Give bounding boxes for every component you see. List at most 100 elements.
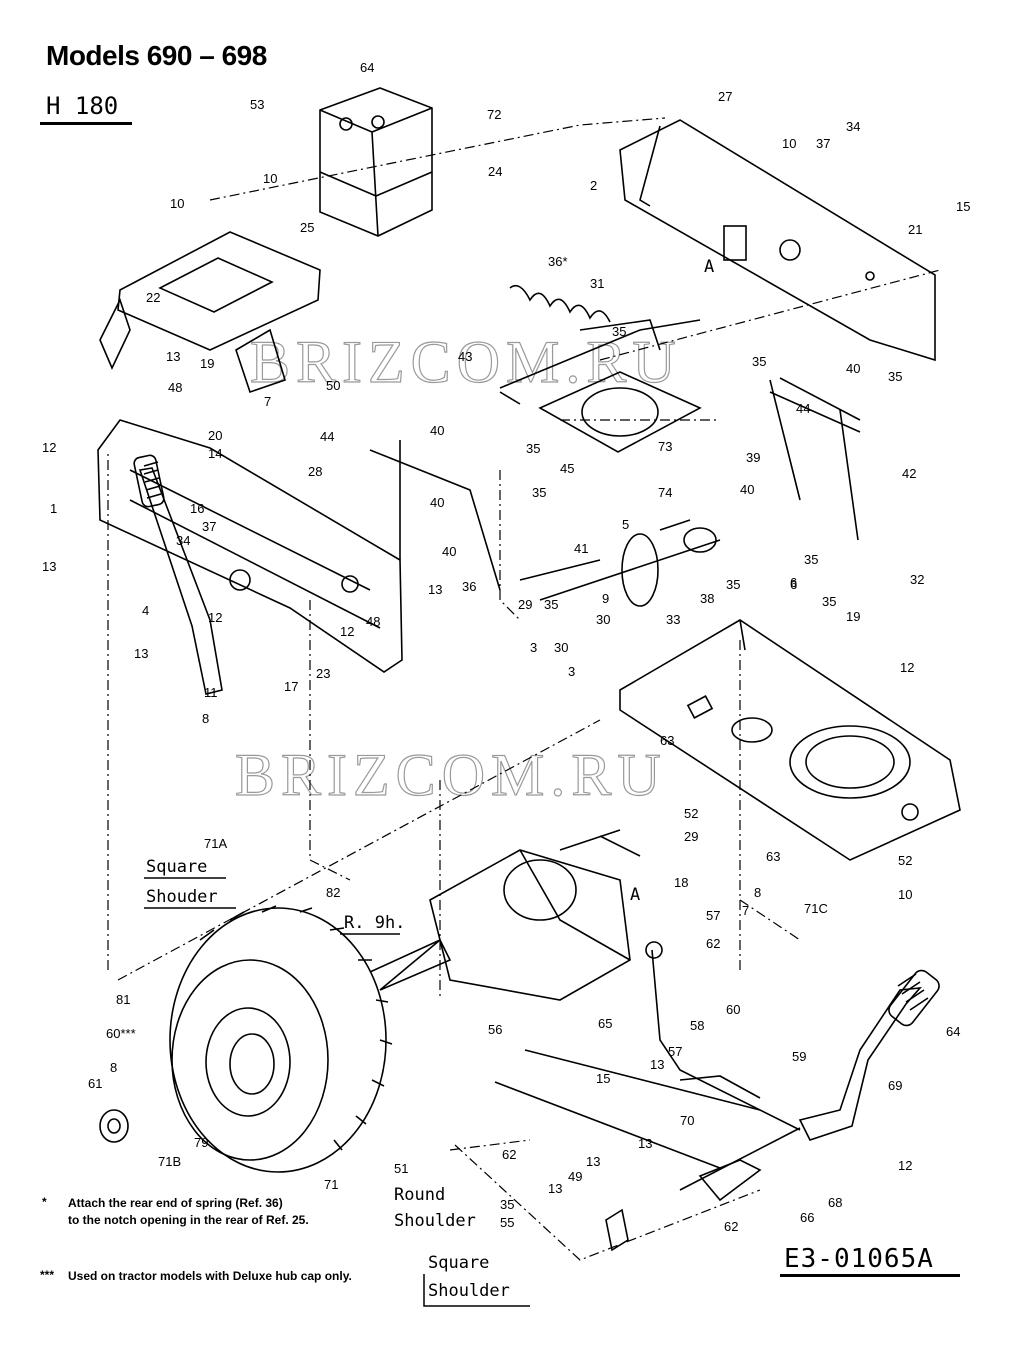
callout: 21 [908,222,922,237]
callout: 1 [50,501,57,516]
callout: 35 [532,485,546,500]
callout: 60 [726,1002,740,1017]
round-shoulder-label-line1: Round [394,1185,445,1205]
callout: 2 [590,178,597,193]
callout: 63 [766,849,780,864]
callout: 10 [263,171,277,186]
callout: 5 [622,517,629,532]
callout: 59 [792,1049,806,1064]
callout: 19 [846,609,860,624]
callout: 52 [684,806,698,821]
callout: 44 [320,429,334,444]
callout: 49 [568,1169,582,1184]
callout: 34 [846,119,860,134]
callout: 48 [366,614,380,629]
callout: 73 [658,439,672,454]
callout: 8 [754,885,761,900]
note-spring-line2: to the notch opening in the rear of Ref.… [68,1213,309,1227]
callout: 52 [898,853,912,868]
callout: 12 [900,660,914,675]
callout: 32 [910,572,924,587]
callout: 63 [660,733,674,748]
callout: 22 [146,290,160,305]
callout: 24 [488,164,502,179]
callout: 57 [668,1044,682,1059]
drawing-number-underline [780,1274,960,1277]
speed-pedal [798,969,940,1141]
callout: 15 [956,199,970,214]
callout: 29 [684,829,698,844]
lift-cam-shaft [519,519,721,607]
callout: 51 [394,1161,408,1176]
lift-spring [509,284,611,323]
watermark-top: BRIZCOM.RU [250,329,682,395]
callout: 6 [790,575,797,590]
callout: 36 [462,579,476,594]
callout: 36* [548,254,568,269]
round-shoulder-label-line2: Shoulder [394,1211,476,1231]
callout: 10 [170,196,184,211]
callout: 30 [554,640,568,655]
callout: 34 [176,533,190,548]
callout: 40 [430,495,444,510]
callout: 35 [804,552,818,567]
callout: 53 [250,97,264,112]
callout: 62 [724,1219,738,1234]
callout: 23 [316,666,330,681]
callout: 74 [658,485,672,500]
callout: 29 [518,597,532,612]
callout: 69 [888,1078,902,1093]
model-code: H 180 [46,92,119,120]
callout: 13 [548,1181,562,1196]
callout: 12 [898,1158,912,1173]
callout: 62 [706,936,720,951]
callout: 13 [428,582,442,597]
callout: 27 [718,89,732,104]
callout: 61 [88,1076,102,1091]
watermark-middle: BRIZCOM.RU [235,742,667,808]
callout: 44 [796,401,810,416]
callout: 64 [360,60,374,75]
lift-links [369,377,861,591]
page-title: Models 690 – 698 [46,40,267,71]
drawing-number: E3-01065A [784,1244,934,1274]
ref-a-bottom: A [630,885,640,905]
callout: 13 [638,1136,652,1151]
callout: 8 [202,711,209,726]
square-shoulder-label2-line1: Square [428,1253,489,1273]
callout: 28 [308,464,322,479]
callout: 60*** [106,1026,136,1041]
callout: 15 [596,1071,610,1086]
callout: 38 [700,591,714,606]
callout: 50 [326,378,340,393]
callout: 12 [208,610,222,625]
note-spring: Attach the rear end of spring (Ref. 36) … [68,1195,309,1229]
callout: 7 [742,903,749,918]
callout: 13 [166,349,180,364]
callout: 40 [740,482,754,497]
callout: 7 [264,394,271,409]
chassis-frame [619,619,961,861]
callout: 64 [946,1024,960,1039]
callout: 65 [598,1016,612,1031]
callout: 35 [500,1197,514,1212]
callout: 8 [110,1060,117,1075]
callout: 12 [340,624,354,639]
note-marker-2: *** [40,1268,55,1282]
callout: 82 [326,885,340,900]
callout: 66 [800,1210,814,1225]
ref-a-top: A [704,257,714,277]
hub-cap [99,1109,129,1143]
note-hubcap: Used on tractor models with Deluxe hub c… [68,1269,352,1283]
callout: 56 [488,1022,502,1037]
assembly-lines [107,117,941,1261]
callout: 40 [430,423,444,438]
label-underlines [144,877,530,1307]
callout: 40 [846,361,860,376]
battery [319,87,433,237]
model-code-underline [40,122,132,125]
callout: 10 [782,136,796,151]
callout: 42 [902,466,916,481]
brake-linkage [494,941,801,1169]
callout: 19 [200,356,214,371]
